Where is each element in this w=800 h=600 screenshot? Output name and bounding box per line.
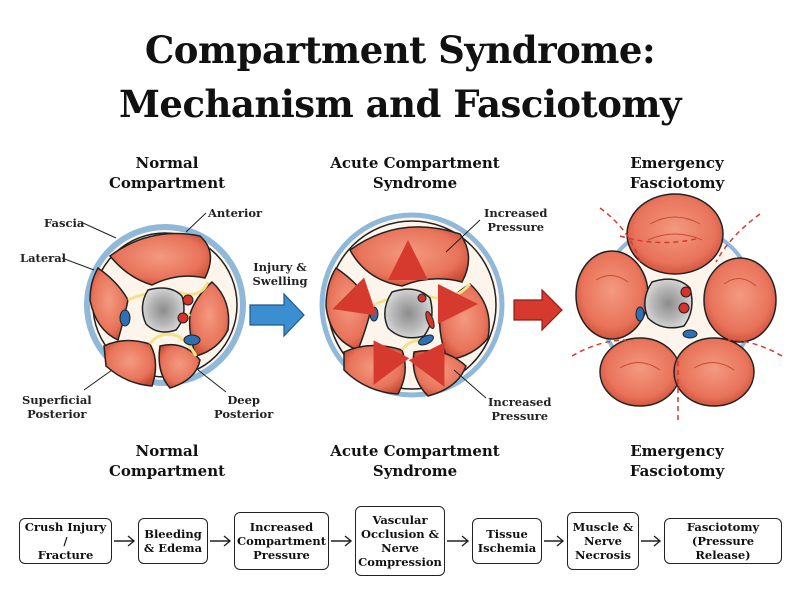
label-line: Posterior (27, 407, 87, 421)
flow-line: & Edema (143, 541, 203, 555)
flow-line: Bleeding (144, 527, 202, 541)
acute-compartment (319, 212, 505, 399)
flow-line: Occlusion & (361, 527, 440, 541)
acute-heading-line: Acute Compartment (330, 154, 500, 172)
flow-step-fasciotomy: Fasciotomy(Pressure Release) (664, 518, 782, 564)
flow-line: Fasciotomy (686, 520, 760, 534)
caption-line: Compartment (108, 462, 226, 480)
label-anterior: Anterior (208, 206, 263, 220)
label-line: Injury & (253, 260, 307, 274)
compressed-artery (425, 310, 435, 330)
label-line: Increased (484, 206, 548, 220)
label-lateral: Lateral (20, 251, 67, 265)
caption-line: Acute Compartment (330, 442, 500, 460)
bulging-lateral-muscle (575, 250, 649, 340)
label-line: Swelling (252, 274, 308, 288)
pressure-arrows (332, 240, 478, 387)
label-increased-pressure-top: Increased Pressure (484, 206, 547, 234)
artery (177, 312, 189, 324)
label-injury-swelling: Injury & Swelling (252, 260, 308, 288)
flow-line: Crush Injury / (24, 520, 107, 548)
anterior-muscle (108, 232, 212, 286)
flow-line: Compartment (237, 534, 327, 548)
incision-lines (571, 207, 783, 420)
normal-caption: Normal Compartment (57, 441, 277, 481)
flow-step-bleeding-edema: Bleeding& Edema (138, 518, 208, 564)
label-line: Superficial (22, 393, 92, 407)
bulging-medial-muscle (703, 257, 777, 343)
label-line: Pressure (491, 409, 549, 423)
acute-caption: Acute Compartment Syndrome (305, 441, 525, 481)
flow-line: Increased (249, 520, 314, 534)
flow-line: Nerve (584, 534, 622, 548)
bulging-superficial-posterior-muscle (599, 337, 681, 407)
vein (183, 334, 201, 346)
artery (182, 294, 194, 306)
flow-line: Ischemia (477, 541, 537, 555)
flow-line: Fracture (37, 548, 94, 562)
tibia-bone (141, 287, 185, 333)
bulging-deep-posterior-muscle (673, 337, 755, 407)
label-fascia: Fascia (44, 216, 85, 230)
compressed-vein (369, 306, 379, 322)
fasciotomy-heading-line: Fasciotomy (629, 174, 725, 192)
page-title-line-1: Compartment Syndrome: (144, 28, 656, 72)
label-line: Deep (227, 393, 260, 407)
acute-heading-line: Syndrome (372, 174, 458, 192)
fasciotomy-caption: Emergency Fasciotomy (567, 441, 787, 481)
flow-line: Necrosis (575, 548, 631, 562)
tibia-bone (644, 278, 693, 329)
caption-line: Emergency (630, 442, 724, 460)
transition-arrow-red (513, 288, 563, 332)
fasciotomy-heading-line: Emergency (630, 154, 724, 172)
label-line: Pressure (487, 220, 545, 234)
superficial-posterior-muscle (103, 339, 157, 387)
label-increased-pressure-bottom: Increased Pressure (488, 395, 551, 423)
label-line: Posterior (214, 407, 274, 421)
flow-line: Muscle & (572, 520, 634, 534)
flow-line: (Pressure Release) (691, 534, 755, 562)
label-line: Increased (488, 395, 552, 409)
fasciotomy-heading: Emergency Fasciotomy (567, 153, 787, 193)
flow-line: Nerve (381, 541, 419, 555)
vein (119, 309, 131, 327)
swollen-superficial-posterior-muscle (343, 344, 406, 395)
caption-line: Normal (135, 442, 199, 460)
lateral-muscle (89, 266, 129, 342)
flow-line: Tissue (486, 527, 528, 541)
normal-heading-line: Compartment (108, 174, 226, 192)
caption-line: Fasciotomy (629, 462, 725, 480)
caption-line: Syndrome (372, 462, 458, 480)
normal-heading-line: Normal (135, 154, 199, 172)
flow-line: Compression (358, 555, 442, 569)
flow-line: Vascular (372, 513, 428, 527)
normal-compartment (61, 212, 246, 393)
transition-arrow-blue (249, 292, 305, 338)
page-title-line-2: Mechanism and Fasciotomy (118, 82, 682, 126)
label-deep-posterior: Deep Posterior (214, 393, 273, 421)
label-superficial-posterior: Superficial Posterior (22, 393, 92, 421)
normal-heading: Normal Compartment (57, 153, 277, 193)
flow-step-crush-injury: Crush Injury /Fracture (19, 518, 112, 564)
deep-posterior-muscle (158, 343, 201, 389)
acute-heading: Acute Compartment Syndrome (305, 153, 525, 193)
fasciotomy-compartment (571, 193, 783, 420)
flow-line: Pressure (253, 548, 310, 562)
